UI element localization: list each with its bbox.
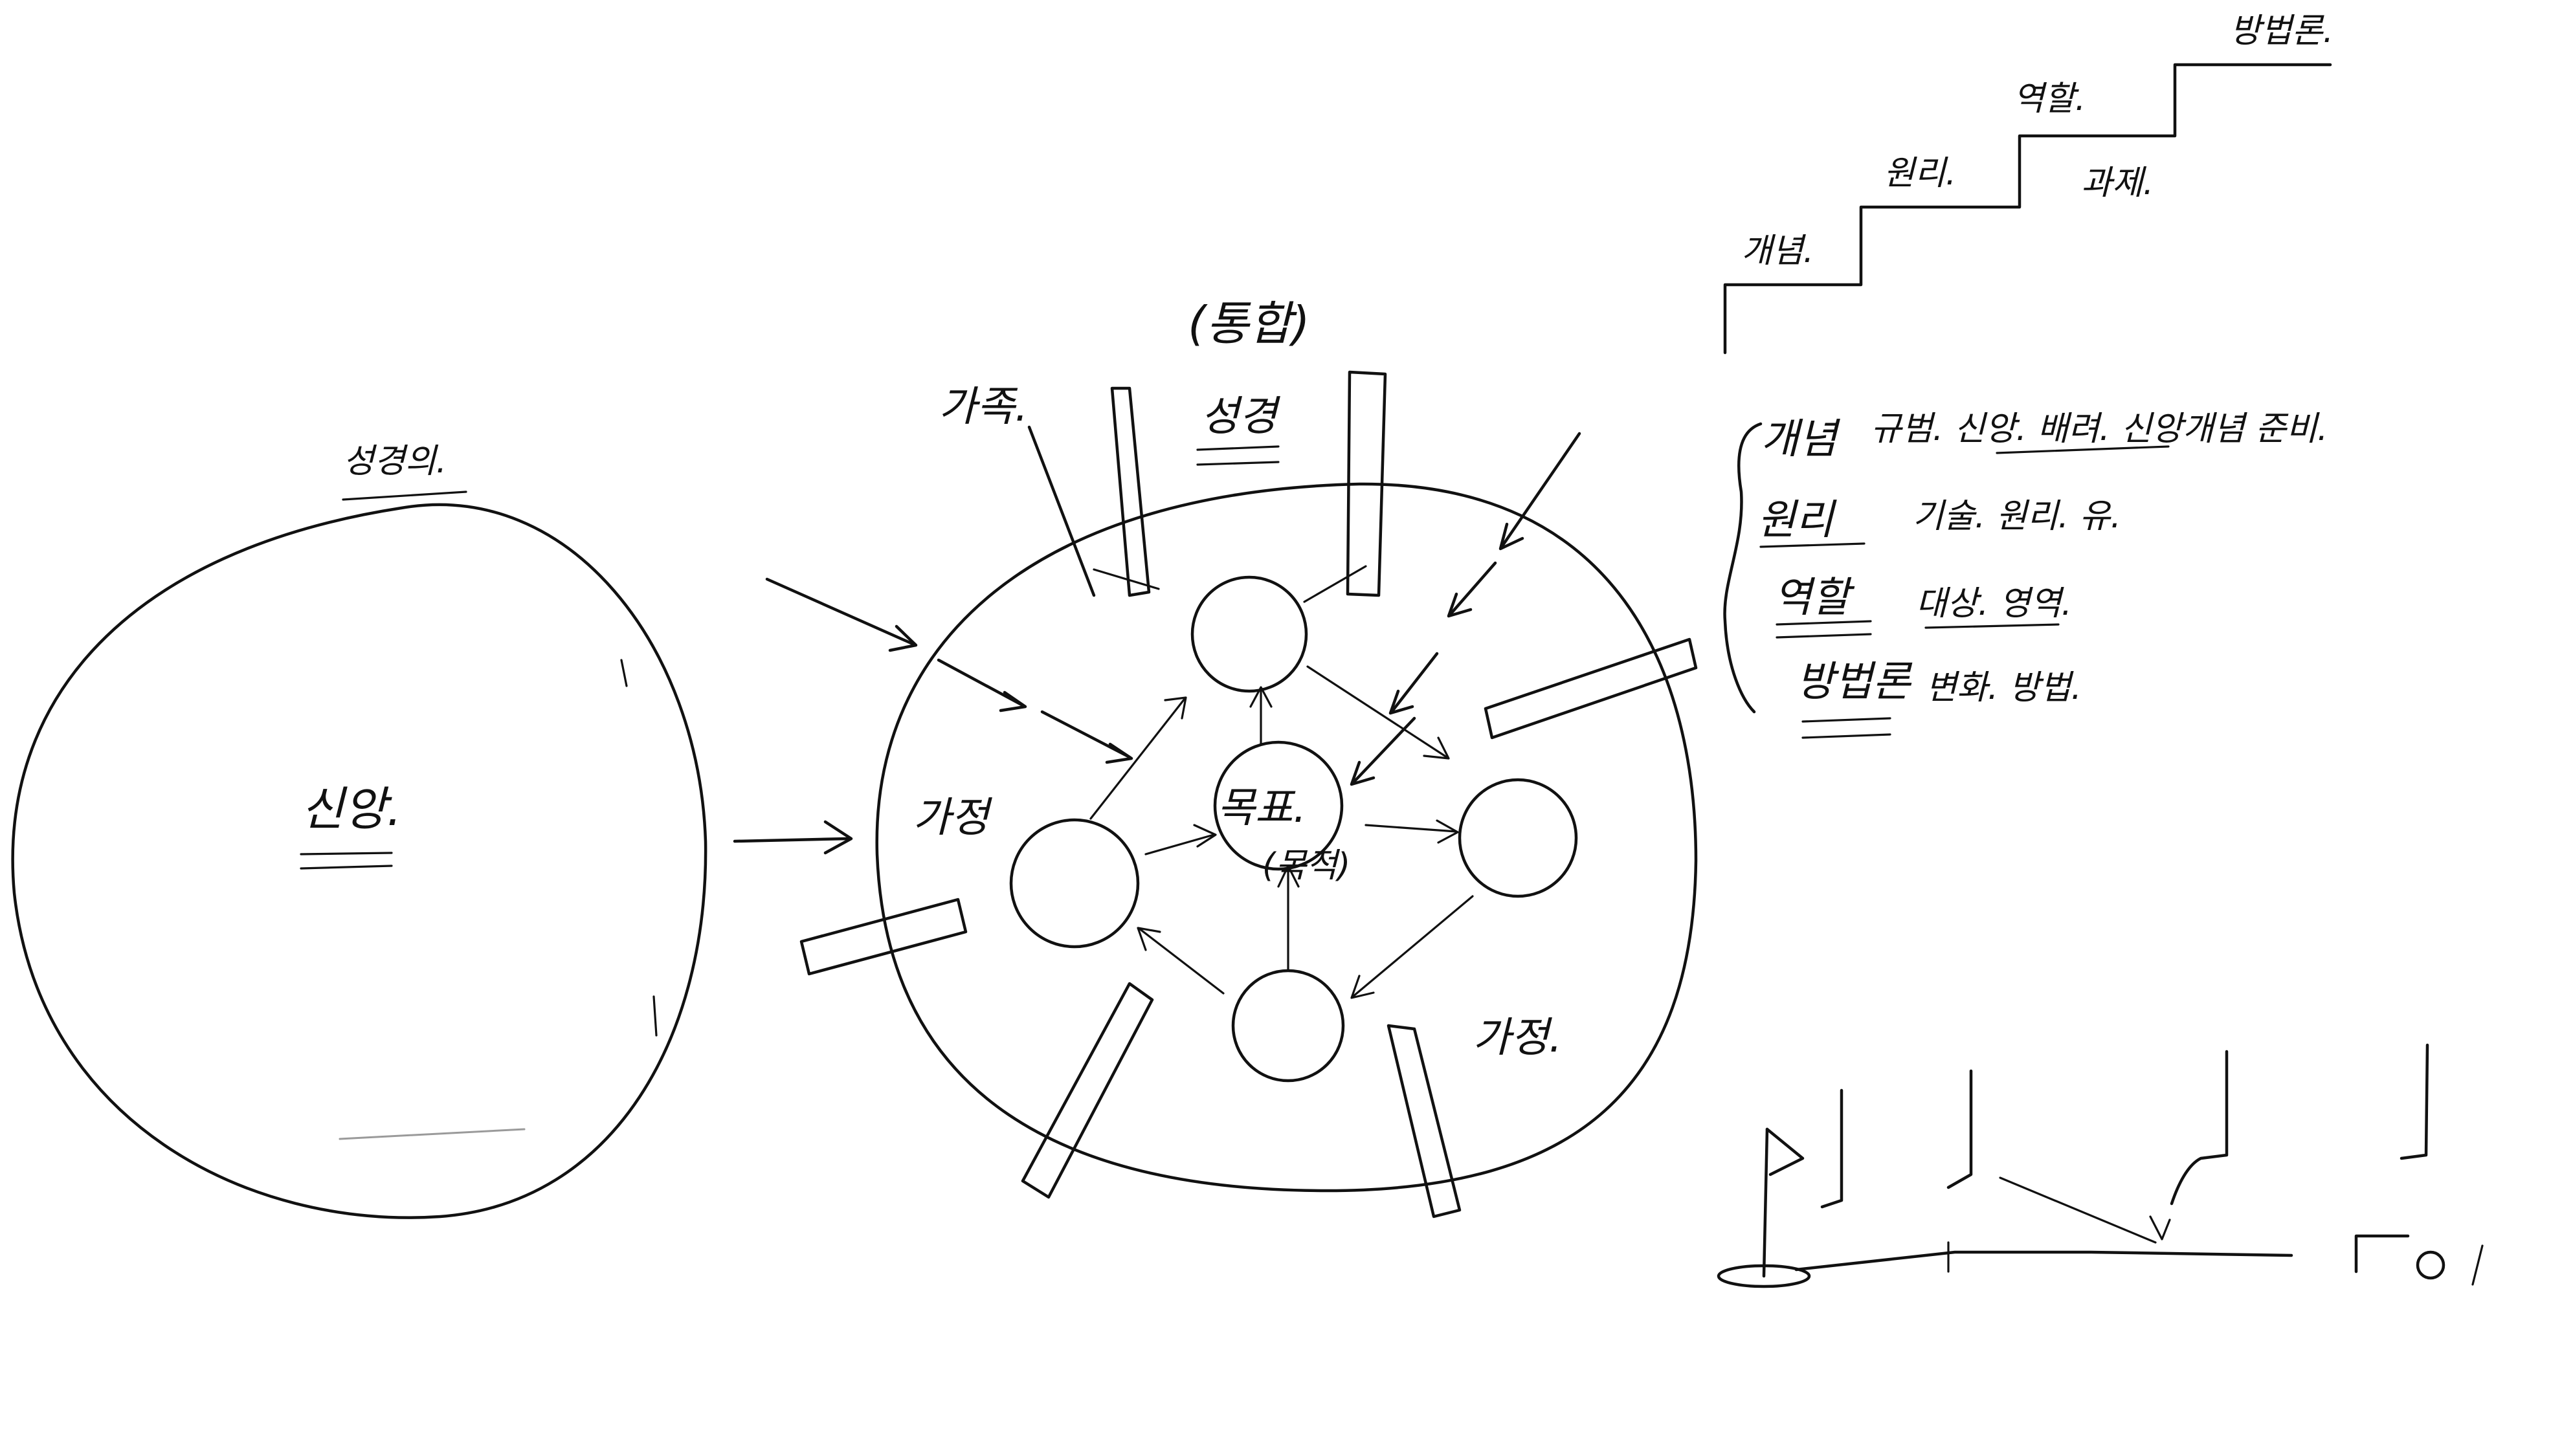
- golf-ball: [2416, 1250, 2445, 1280]
- list-term-2: 원리: [1757, 496, 1837, 544]
- left-circle-edge-mark: [620, 659, 628, 687]
- top-label-underline-1: [1196, 445, 1280, 451]
- list-term-3-underline-1: [1776, 620, 1872, 626]
- inner-circle-right: [1458, 778, 1578, 898]
- inner-circle-center: [1213, 740, 1344, 871]
- list-term-4-underline-1: [1801, 717, 1891, 723]
- tee-bracket: [2354, 1234, 2410, 1274]
- golf-flag: [1765, 1127, 1805, 1176]
- club-1: [1820, 1088, 1843, 1209]
- center-goal-sub-label: (목적): [1262, 846, 1350, 885]
- inner-circle-top: [1190, 575, 1308, 693]
- left-circle: [11, 503, 707, 1219]
- list-desc-1: 규범. 신앙. 배려. 신앙개념 준비.: [1871, 410, 2328, 448]
- list-desc-3-underline: [1924, 623, 2060, 629]
- club-3: [2170, 1050, 2229, 1206]
- inner-arrows: [1089, 565, 1474, 999]
- big-circle-top-label: 성경: [1201, 393, 1281, 441]
- staircase-group: 개념. 원리. 역할. 방법론. 과제.: [1723, 12, 2334, 355]
- pillar-bottom-right: [1387, 1024, 1462, 1219]
- swing-line: [1999, 1176, 2157, 1244]
- list-desc-2: 기술. 원리. 유.: [1913, 497, 2121, 536]
- term-list-group: 개념 규범. 신앙. 배려. 신앙개념 준비. 원리 기술. 원리. 유. 역할…: [1723, 410, 2328, 739]
- big-circle-group: (통합) 성경 가족. 가정 가정. 목표. (목적): [765, 296, 1698, 1219]
- stair-label-2: 원리.: [1884, 154, 1956, 193]
- big-circle: [875, 482, 1698, 1193]
- staircase: [1723, 63, 2332, 355]
- golf-sketch-group: [1717, 1043, 2484, 1288]
- list-term-3-underline-2: [1776, 633, 1872, 639]
- list-term-3: 역할: [1774, 574, 1855, 622]
- left-circle-group: 성경의. 신앙.: [11, 442, 707, 1219]
- big-circle-top-bracket-label: (통합): [1188, 296, 1310, 351]
- pillar-top-left: [1110, 386, 1151, 597]
- left-circle-top-label: 성경의.: [343, 442, 447, 481]
- center-goal-label: 목표.: [1217, 784, 1306, 832]
- list-brace: [1723, 422, 1763, 714]
- list-term-2-underline: [1759, 542, 1866, 548]
- club-2: [1946, 1069, 1973, 1189]
- list-term-4-underline-2: [1801, 733, 1891, 739]
- club-4: [2400, 1043, 2429, 1160]
- list-desc-3: 대상. 영역.: [1916, 584, 2072, 623]
- center-label-underline-1: [300, 852, 393, 855]
- golf-flag-pole: [1762, 1127, 1769, 1278]
- top-left-arrow-label: 가족.: [939, 383, 1028, 431]
- connector-arrow: [733, 820, 853, 855]
- pillars: [799, 370, 1698, 1219]
- left-circle-sketch-line: [339, 1128, 526, 1140]
- ground-line: [1794, 1250, 2293, 1272]
- big-circle-left-label: 가정: [913, 794, 993, 842]
- bottom-right-label: 가정.: [1473, 1014, 1562, 1062]
- list-term-1: 개념: [1761, 415, 1841, 463]
- stair-label-3: 역할.: [2013, 80, 2086, 118]
- list-desc-4: 변화. 방법.: [1926, 668, 2082, 707]
- stair-label-4: 방법론.: [2230, 12, 2334, 50]
- pillar-left: [799, 898, 968, 976]
- list-term-4: 방법론: [1796, 658, 1913, 706]
- left-circle-center-label: 신앙.: [301, 782, 401, 836]
- inner-circle-left: [1009, 818, 1140, 949]
- pillar-bottom-left: [1021, 982, 1154, 1199]
- stair-label-1: 개념.: [1741, 232, 1814, 270]
- left-circle-top-underline: [342, 491, 467, 501]
- inner-circle-bottom: [1231, 969, 1345, 1083]
- pillar-right: [1484, 637, 1698, 740]
- ball-flight-mark: [2471, 1244, 2484, 1286]
- swing-mark: [2149, 1215, 2171, 1241]
- top-label-underline-2: [1196, 461, 1280, 466]
- center-label-underline-2: [300, 865, 393, 870]
- outer-arrows: [765, 425, 1581, 786]
- pillar-top-right: [1346, 370, 1387, 597]
- list-desc-1-underline: [1996, 445, 2170, 454]
- left-circle-edge-mark-2: [652, 995, 658, 1037]
- stair-label-5: 과제.: [2081, 164, 2154, 203]
